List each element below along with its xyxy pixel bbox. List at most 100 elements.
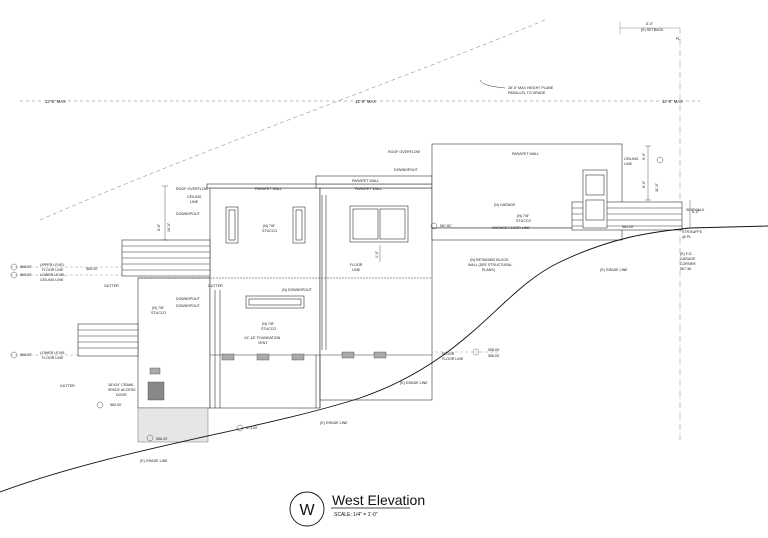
lower-deck <box>77 323 139 357</box>
setback-label: (E) SETBACK <box>641 28 664 32</box>
label-stucco-1b: STUCCO <box>262 229 277 233</box>
label-stucco-4b: STUCCO <box>261 327 276 331</box>
window-1 <box>225 206 239 244</box>
label-ceiling-2: CEILING <box>624 157 639 161</box>
label-stucco-1: (N) 7/8" <box>263 224 276 228</box>
elevation-markers <box>10 156 664 442</box>
label-curb-1: STR.BUFFE <box>682 230 703 234</box>
label-ceiling-1: CEILING <box>187 195 202 199</box>
dim-d6: 8'-0" <box>692 210 700 214</box>
label-floor-line-b: LINE <box>352 268 361 272</box>
scale-text: SCALE: 1/4" = 1'-0" <box>334 512 378 518</box>
window-4 <box>245 295 305 309</box>
dim-d1: 8'-6" <box>157 223 161 231</box>
label-stucco-3b: STUCCO <box>151 311 166 315</box>
label-garage-corner-3: CORNER <box>680 262 696 266</box>
label-grade-3: (E) GRADE LINE <box>400 381 428 385</box>
elev-e3: 565.00' <box>86 267 98 271</box>
elev-e9: 567.82' <box>440 224 452 228</box>
label-retaining-3: PLANS) <box>482 268 495 272</box>
elev-e10: 573.00' <box>246 426 258 430</box>
height-plane-note-1: 28'-0" MAX HEIGHT PLANE <box>508 86 554 90</box>
label-stucco-3: (N) 7/8" <box>152 306 165 310</box>
label-downspout-1: DOWNSPOUT <box>394 168 419 172</box>
window-2 <box>292 206 306 244</box>
dim-d2: 9'-0" <box>642 152 646 160</box>
dim-d5: 11'-0" <box>655 182 659 192</box>
height-plane-note-2: PARALLEL TO GRADE <box>508 91 546 95</box>
label-grade-1: (E) GRADE LINE <box>140 459 168 463</box>
label-stucco-2b: STUCCO <box>516 219 531 223</box>
label-ceiling-1b: LINE <box>190 200 199 204</box>
label-upper-floor-2: FLOOR LINE <box>42 268 64 272</box>
elev-e1: 568.00' <box>20 265 32 269</box>
label-crawl-3: DOOR <box>116 393 127 397</box>
label-lower-floor-2: FLOOR LINE <box>42 356 64 360</box>
label-crawl-1: 18"x24" CRAWL <box>108 383 134 387</box>
label-parapet-wall-4: PARAPET WALL <box>355 187 382 191</box>
label-upper-floor-1: UPPER LEVEL <box>40 263 65 267</box>
label-roof-overflow-2: ROOF OVERFLOW <box>176 187 209 191</box>
label-sidewalk: SIDEWALK <box>686 208 705 212</box>
label-roof-overflow: ROOF OVERFLOW <box>388 150 421 154</box>
label-floor-line: FLOOR <box>350 263 363 267</box>
label-parapet-wall-2: PARAPET WALL <box>352 179 379 183</box>
elev-e11: 584.00' <box>622 225 634 229</box>
dim-d4: 1'-0" <box>375 250 379 258</box>
label-stucco-2: (N) 7/8" <box>517 214 530 218</box>
elev-e7: 560.00' <box>110 403 122 407</box>
elev-e8: 556.20' <box>156 437 168 441</box>
elev-e5: 558.00' <box>488 348 500 352</box>
title-block: W West Elevation SCALE: 1/4" = 1'-0" <box>289 491 425 527</box>
label-upper-ceiling-2: CEILING LINE <box>40 278 64 282</box>
elev-e4: 556.00' <box>20 353 32 357</box>
title-text: West Elevation <box>332 492 425 508</box>
label-gutter-3: GUTTER <box>60 384 75 388</box>
label-gutter-1: GUTTER <box>104 284 119 288</box>
label-stucco-4: (N) 7/8" <box>262 322 275 326</box>
setback-dim: 5'-0" <box>646 22 654 26</box>
foundation-hatch <box>137 407 209 443</box>
max-label-left: 12'-0" MAX <box>45 99 66 104</box>
elev-e6: 556.00' <box>488 354 500 358</box>
label-grade-2: (E) GRADE LINE <box>320 421 348 425</box>
title-circle <box>289 491 325 527</box>
label-garage: (N) GARAGE <box>494 203 516 207</box>
label-retaining-1: (N) RETAINING BLOCK <box>470 258 509 262</box>
building <box>77 143 683 409</box>
window-3 <box>349 205 409 243</box>
label-floor-line-2a: FLOOR <box>442 352 455 356</box>
title-letter: W <box>299 502 315 519</box>
label-floor-line-2b: FLOOR LINE <box>442 357 464 361</box>
label-garage-corner-4: 567.36 <box>680 267 691 271</box>
elev-e2: 565.00' <box>20 273 32 277</box>
label-parapet-wall-1: PARAPET WALL <box>512 152 539 156</box>
label-garage-floor-line: GARAGE FLOOR LINE <box>492 226 530 230</box>
label-garage-corner-1: (E) F.G. <box>680 252 692 256</box>
existing-grade-line <box>0 225 768 493</box>
label-lower-floor-1: LOWER LEVEL <box>40 351 65 355</box>
label-upper-ceiling-1: LOWER LEVEL <box>40 273 65 277</box>
label-downspout-5: (N) DOWNSPOUT <box>282 288 313 292</box>
dimension-lines <box>162 145 691 262</box>
label-foundation-2: VENT <box>258 341 268 345</box>
height-plane <box>20 19 700 440</box>
label-grade-4: (E) GRADE LINE <box>600 268 628 272</box>
leader-arrow <box>479 79 506 89</box>
label-parapet-wall-3: PARAPET WALL <box>255 187 282 191</box>
label-garage-corner-2: GARAGE <box>680 257 696 261</box>
max-label-mid: 12'-0" MAX <box>355 99 376 104</box>
label-foundation-1: 14"-18" FOUNDATION <box>244 336 281 340</box>
label-downspout-4: DOWNSPOUT <box>176 304 201 308</box>
foundation-vents <box>147 351 387 401</box>
dim-d7: 10'-0" <box>167 222 171 232</box>
label-downspout-3: DOWNSPOUT <box>176 297 201 301</box>
label-crawl-2: SPACE ACCESS <box>108 388 136 392</box>
label-curb-2: @ PL <box>682 235 691 239</box>
label-ceiling-2b: LINE <box>624 162 633 166</box>
label-gutter-2: GUTTER <box>208 284 223 288</box>
max-label-right: 12'-0" MAX <box>662 99 683 104</box>
pl-label: PL <box>676 37 680 41</box>
